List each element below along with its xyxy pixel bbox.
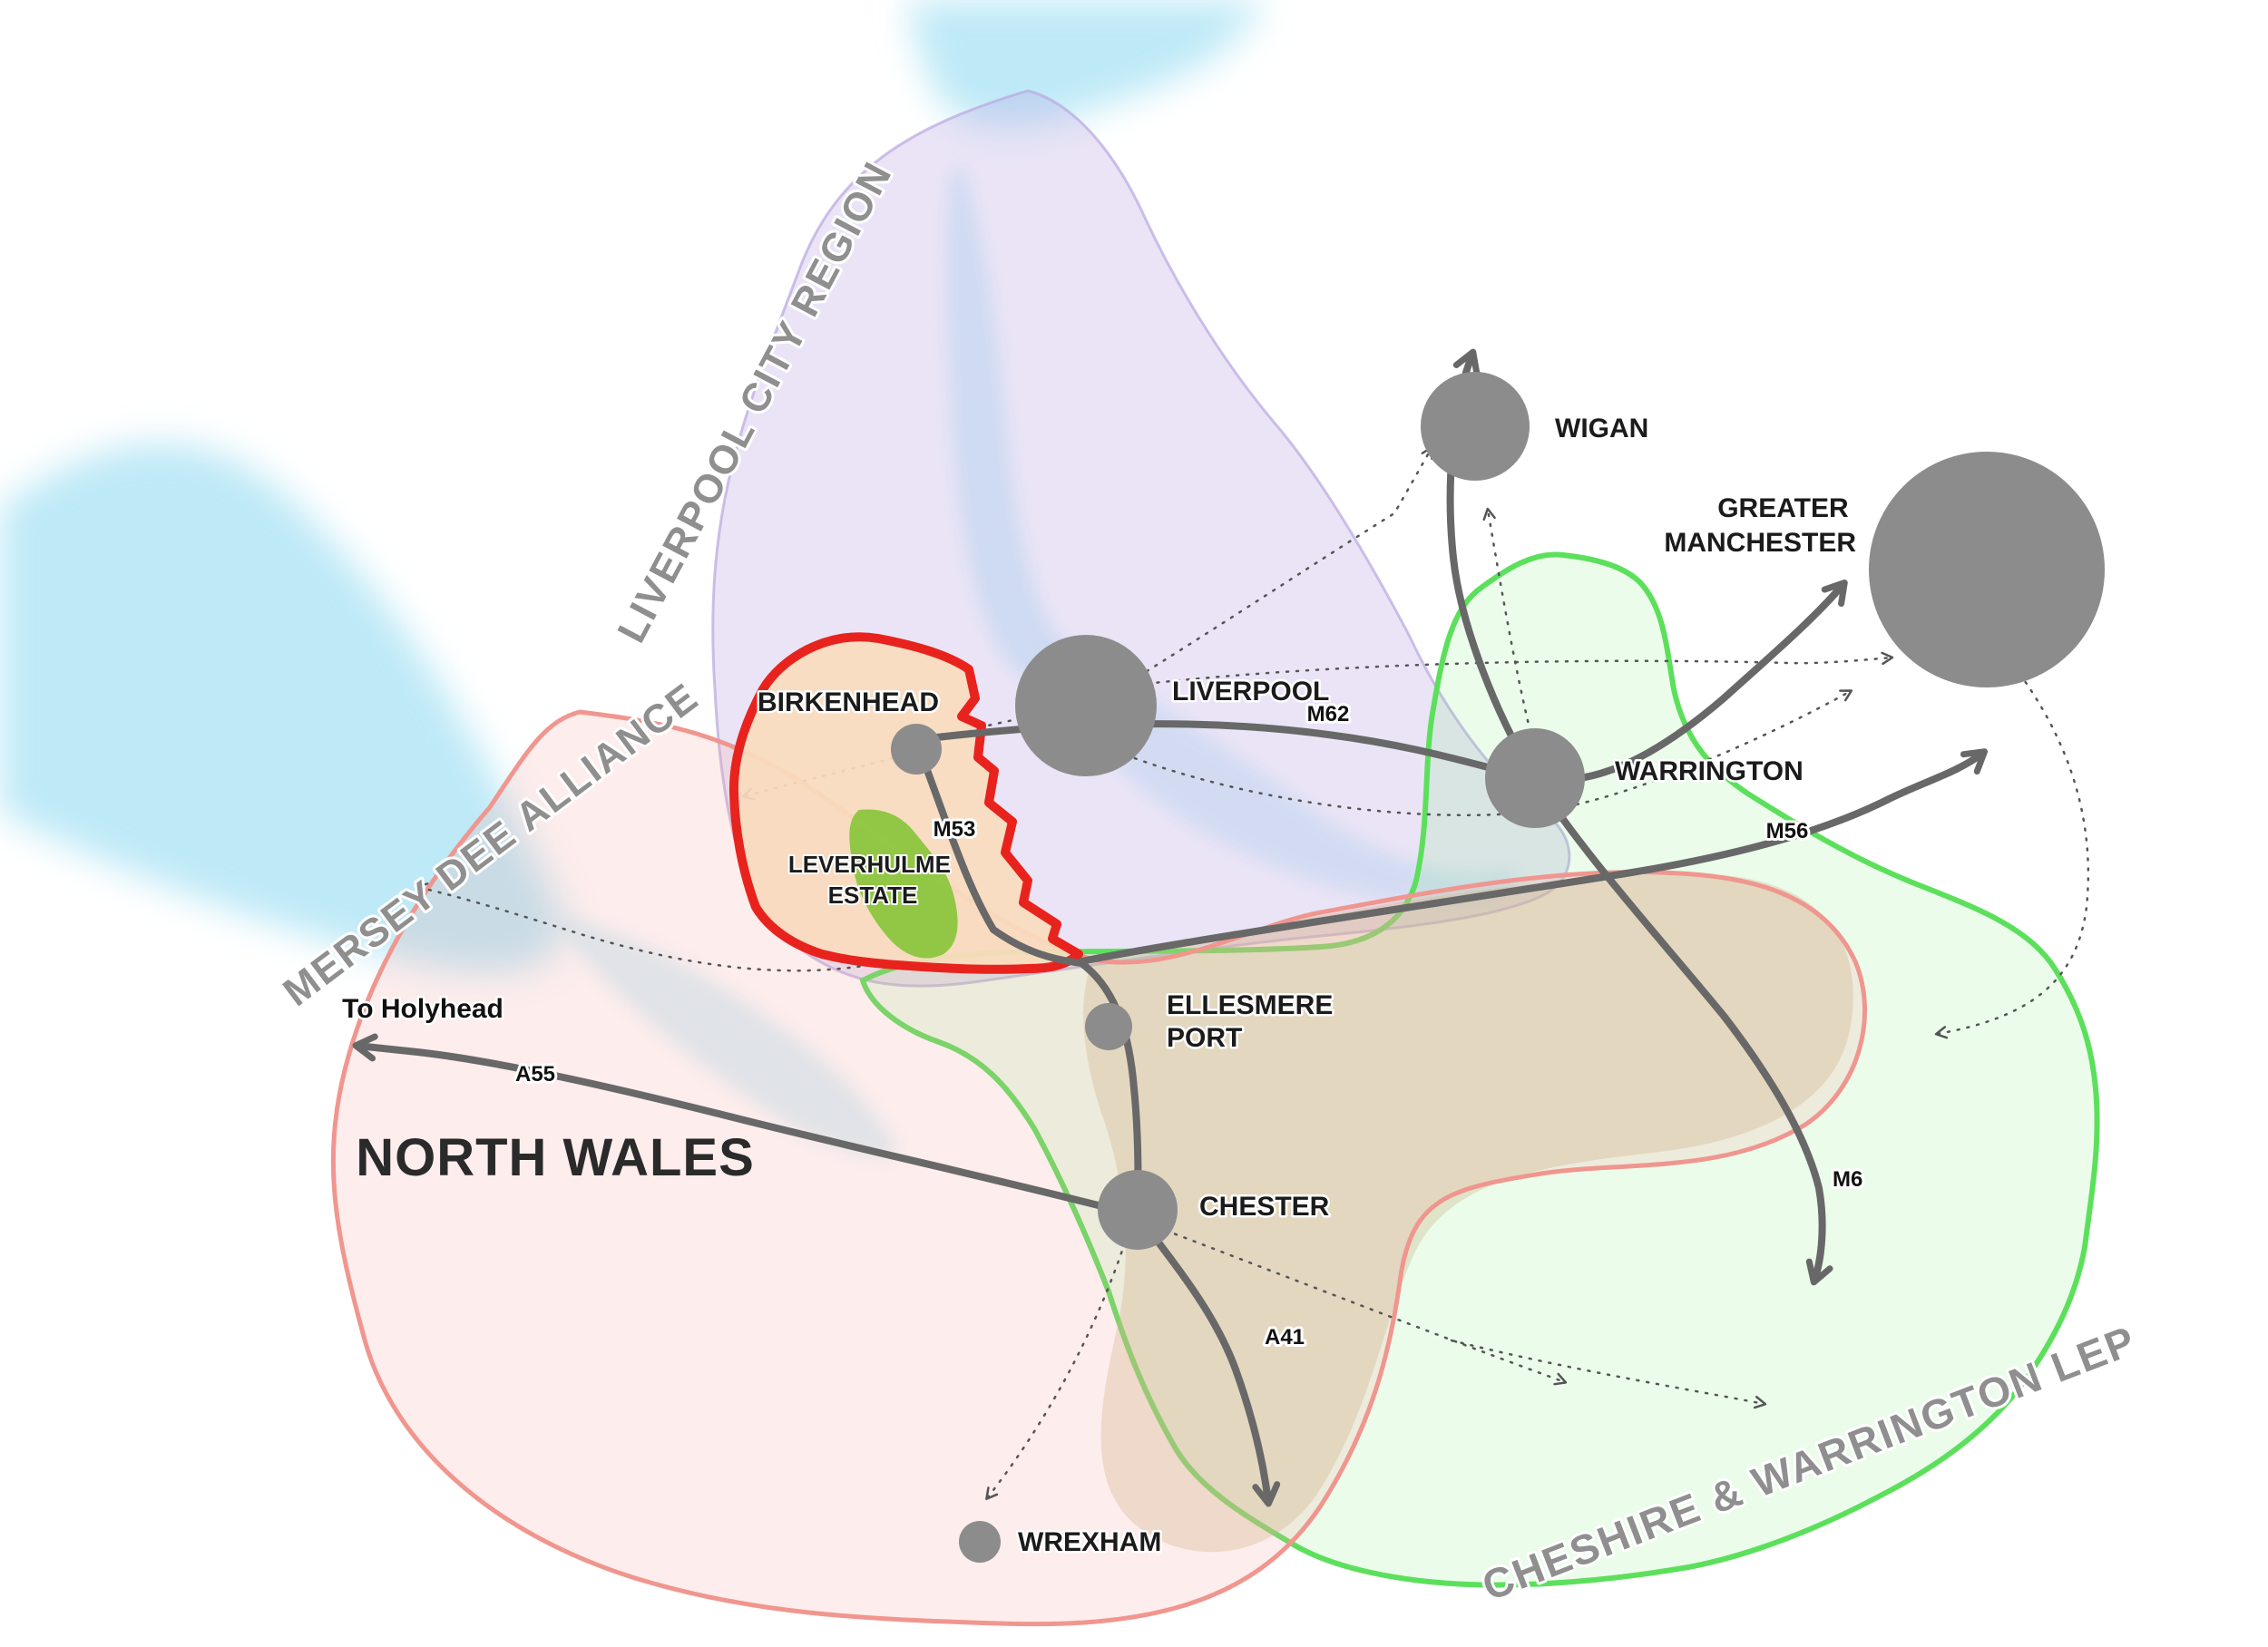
road-m6 [1446,348,1833,1286]
label-leverhulme-estate: LEVERHULME ESTATE [788,851,957,909]
road-m56 [1078,748,1989,965]
label-wigan: WIGAN [1555,414,1648,443]
city-chester [1098,1170,1178,1250]
wirral-boundary [728,632,1083,974]
label-road-a41: A41 [1265,1325,1305,1350]
city-birkenhead [891,724,942,775]
label-wrexham: WREXHAM [1018,1527,1161,1557]
label-to-holyhead: To Holyhead [342,994,503,1024]
road-a55 [352,1033,1141,1219]
water-mersey-estuary [946,163,1061,679]
label-chester: CHESTER [1199,1192,1330,1222]
dotted-route-manchester-south-loop [1934,633,2090,1039]
city-warrington [1485,728,1585,828]
label-leverhulme-line1: LEVERHULME [788,851,951,878]
dotted-route-birkenhead-liverpool-wigan [920,445,1433,746]
city-wrexham [959,1521,1001,1563]
dotted-route-to-northwest [415,882,891,972]
label-road-m53: M53 [934,817,976,842]
dotted-route-liverpool-manchester [1096,651,1894,691]
dotted-route-liverpool-warrington-manchester [1096,689,1853,817]
label-liverpool: LIVERPOOL [1172,677,1329,707]
label-north-wales: NORTH WALES [356,1128,755,1187]
road-a41 [1134,1212,1281,1507]
label-ellesmere-port-line1: ELLESMERE [1167,990,1333,1020]
label-greater-manchester: GREATER MANCHESTER [1664,493,1856,558]
city-wigan [1421,372,1530,481]
label-birkenhead: BIRKENHEAD [758,687,939,717]
leverhulme-estate-area [849,809,958,959]
city-ellesmere-port [1085,1003,1132,1050]
dotted-route-chester-east [1136,1218,1568,1386]
water-irish-sea [0,443,564,971]
label-road-m6: M6 [1833,1167,1862,1192]
road-m53 [918,752,1142,1214]
water-mersey-mouth [907,0,1266,127]
city-liverpool [1015,635,1157,776]
city-greater-manchester [1869,452,2105,687]
label-leverhulme-line2: ESTATE [828,882,918,909]
label-ellesmere-port-line2: PORT [1167,1023,1242,1053]
label-greater-manchester-line1: GREATER [1717,493,1849,523]
cities [891,372,2105,1563]
label-road-m56: M56 [1766,819,1809,843]
label-greater-manchester-line2: MANCHESTER [1664,528,1856,558]
label-warrington: WARRINGTON [1615,756,1804,786]
dotted-route-chester-wrexham [985,1241,1127,1501]
label-road-a55: A55 [515,1062,555,1087]
dotted-route-chester-southeast [1450,1339,1767,1409]
label-road-m62: M62 [1307,702,1350,726]
water-dee-estuary [558,916,898,1155]
label-ellesmere-port: ELLESMERE PORT [1167,990,1341,1053]
